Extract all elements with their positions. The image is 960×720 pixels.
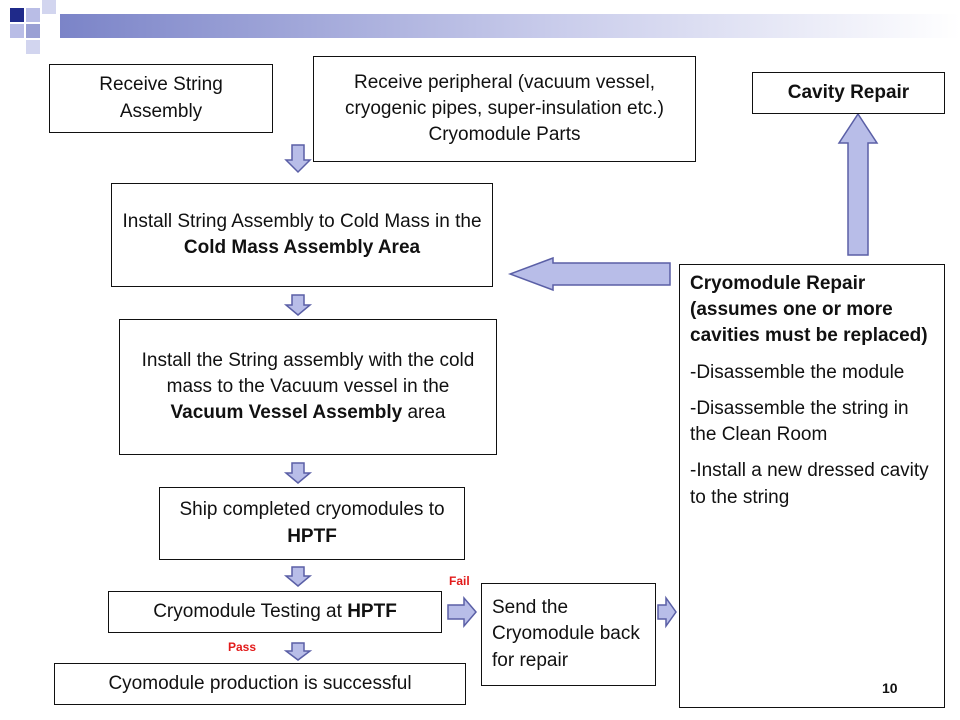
- down-arrow: [283, 294, 313, 316]
- receive-string-box: Receive String Assembly: [49, 64, 273, 133]
- send-back-text: Send the Cryomodule back for repair: [492, 597, 640, 671]
- decor-square: [26, 8, 40, 22]
- repair-step: -Disassemble the module: [690, 361, 905, 383]
- ship-box: Ship completed cryomodules to HPTF: [159, 487, 465, 560]
- decor-square: [26, 40, 40, 54]
- down-arrow: [283, 462, 313, 484]
- testing-text: Cryomodule Testing at HPTF: [153, 600, 397, 622]
- repair-heading: Cryomodule Repair (assumes one or more c…: [690, 273, 928, 347]
- decor-square: [10, 24, 24, 38]
- ship-text: Ship completed cryomodules to HPTF: [179, 499, 445, 547]
- success-box: Cyomodule production is successful: [54, 663, 466, 705]
- testing-box: Cryomodule Testing at HPTF: [108, 591, 442, 633]
- header-decoration: [10, 0, 960, 54]
- pass-label: Pass: [228, 640, 257, 654]
- decor-square: [26, 24, 40, 38]
- install-vacuum-box: Install the String assembly with the col…: [119, 319, 497, 455]
- cavity-repair-text: Cavity Repair: [787, 81, 910, 103]
- page-number: 10: [882, 680, 898, 696]
- header-bar: [60, 14, 960, 38]
- fail-label: Fail: [449, 574, 470, 588]
- cryomodule-repair-box: Cryomodule Repair (assumes one or more c…: [679, 264, 945, 708]
- down-arrow: [283, 642, 313, 661]
- decor-square: [10, 8, 24, 22]
- install-cold-mass-box: Install String Assembly to Cold Mass in …: [111, 183, 493, 287]
- down-arrow: [283, 566, 313, 587]
- up-arrow-cavity: [837, 112, 879, 256]
- right-arrow-repair: [657, 595, 677, 629]
- repair-step: -Install a new dressed cavity to the str…: [690, 460, 929, 508]
- send-back-box: Send the Cryomodule back for repair: [481, 583, 656, 686]
- cavity-repair-box: Cavity Repair: [752, 72, 945, 114]
- receive-peripheral-text: Receive peripheral (vacuum vessel, cryog…: [345, 71, 664, 146]
- decor-square: [42, 0, 56, 14]
- receive-peripheral-box: Receive peripheral (vacuum vessel, cryog…: [313, 56, 696, 162]
- success-text: Cyomodule production is successful: [108, 672, 412, 694]
- repair-step: -Disassemble the string in the Clean Roo…: [690, 397, 909, 446]
- left-arrow-return: [507, 256, 671, 292]
- receive-string-text: Receive String Assembly: [99, 74, 223, 122]
- install-vacuum-text: Install the String assembly with the col…: [141, 349, 475, 424]
- right-arrow-fail: [447, 595, 477, 629]
- install-cold-mass-text: Install String Assembly to Cold Mass in …: [122, 210, 482, 258]
- down-arrow: [284, 144, 312, 174]
